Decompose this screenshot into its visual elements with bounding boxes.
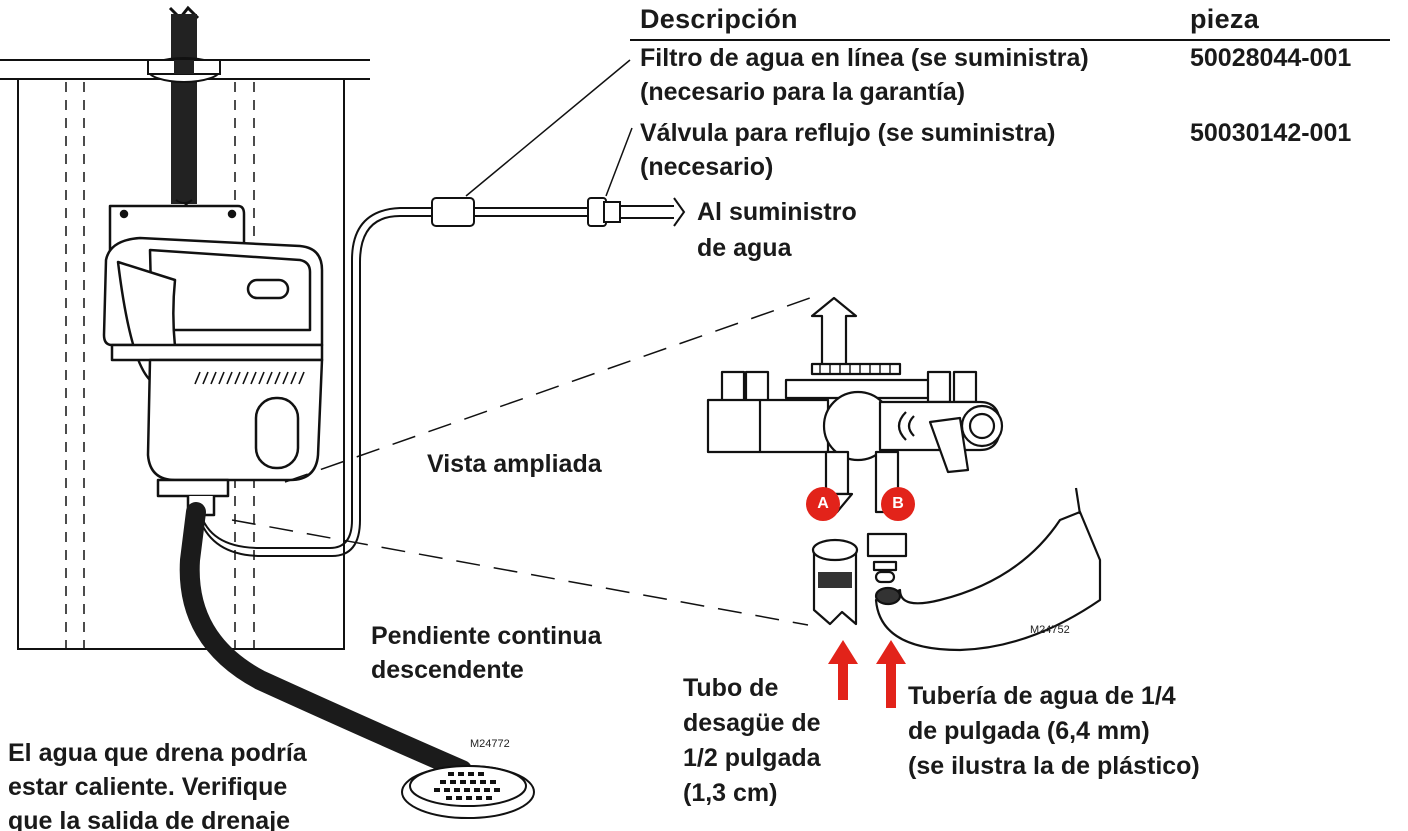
water-pipe-label-line2: de pulgada (6,4 mm) <box>908 717 1150 745</box>
table-row-filter-desc2: (necesario para la garantía) <box>640 78 966 106</box>
water-pipe-label-line3: (se ilustra la de plástico) <box>908 752 1200 780</box>
water-pipe-arrow <box>876 640 906 708</box>
drain-tube-label-line2: desagüe de <box>683 709 821 737</box>
water-line <box>199 197 686 557</box>
badge-a: A <box>806 487 840 521</box>
badge-b: B <box>881 487 915 521</box>
table-row-filter-desc1: Filtro de agua en línea (se suministra) <box>640 44 1089 72</box>
table-row-valve-desc1: Válvula para reflujo (se suministra) <box>640 119 1056 147</box>
enlarged-view-label: Vista ampliada <box>427 450 602 478</box>
slope-label-line2: descendente <box>371 656 524 684</box>
valve-detail <box>706 296 1102 652</box>
drain-tube-label-line4: (1,3 cm) <box>683 779 778 807</box>
water-supply-label-line2: de agua <box>697 234 792 262</box>
table-header-part: pieza <box>1190 4 1260 34</box>
drain-tube-label-line1: Tubo de <box>683 674 779 702</box>
table-row-valve-desc2: (necesario) <box>640 153 774 181</box>
table-row-valve-part: 50030142-001 <box>1190 119 1352 147</box>
slope-label-line1: Pendiente continua <box>371 622 602 650</box>
leader-lines <box>465 59 633 197</box>
water-pipe-label-line1: Tubería de agua de 1/4 <box>908 682 1176 710</box>
drain-tube-label-line3: 1/2 pulgada <box>683 744 821 772</box>
warning-text: El agua que drena podría estar caliente.… <box>8 739 307 831</box>
table-header-rule <box>630 39 1390 41</box>
drain-hose <box>179 502 472 780</box>
dispenser-unit <box>102 204 324 517</box>
figure-code-detail: M24752 <box>1030 624 1070 636</box>
floor-drain <box>401 765 535 819</box>
water-supply-label-line1: Al suministro <box>697 198 857 226</box>
table-row-filter-part: 50028044-001 <box>1190 44 1352 72</box>
table-header-description: Descripción <box>640 4 798 34</box>
callout-arrows <box>828 640 906 708</box>
supply-pipe <box>147 5 221 216</box>
projection-lines <box>231 297 811 626</box>
drain-tube-arrow <box>828 640 858 700</box>
figure-code-main: M24772 <box>470 738 510 750</box>
